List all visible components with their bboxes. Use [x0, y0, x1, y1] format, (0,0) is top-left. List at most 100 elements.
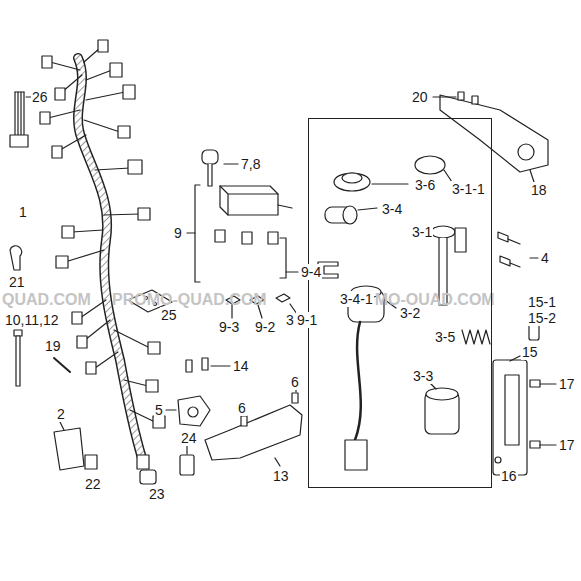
- ignition-parts: [462, 330, 490, 344]
- wire-lead: [10, 135, 28, 147]
- callout-number: 3-4: [381, 201, 403, 217]
- relay-box: [220, 186, 278, 215]
- callout-number: 23: [148, 486, 166, 502]
- wire-harness: [86, 70, 112, 80]
- housing: [530, 380, 540, 387]
- group-frame: 3-63-43-1-13-13-4-13-23-53-3: [308, 118, 492, 488]
- callout-number: 6: [290, 374, 300, 390]
- callout-number: 3-1-1: [451, 181, 486, 197]
- ignition-parts: [334, 173, 370, 191]
- housing: [540, 383, 556, 384]
- bracket: [54, 422, 156, 484]
- callout-number: 10,11,12: [4, 312, 59, 328]
- regulator: [275, 458, 280, 466]
- wire-harness: [104, 214, 140, 215]
- relay-box: [286, 271, 298, 272]
- wire-harness: [138, 208, 150, 220]
- wire-harness: [40, 40, 165, 469]
- wire-harness: [118, 126, 130, 138]
- watermark: QUAD.COM: [2, 291, 91, 309]
- wire-harness: [48, 110, 80, 118]
- wire-harness: [72, 230, 103, 232]
- callout-number: 18: [530, 182, 548, 198]
- wire-harness: [62, 226, 74, 238]
- pin: [54, 358, 70, 372]
- wire-lead: [10, 92, 31, 147]
- callout-number: 3-4-1: [339, 291, 374, 307]
- callout-number: 2: [56, 406, 66, 422]
- ignition-parts: [342, 173, 362, 183]
- bracket: [440, 95, 548, 172]
- wire-lead: [17, 92, 18, 135]
- relay-box: [215, 230, 225, 242]
- callout-number: 16: [500, 468, 518, 484]
- callout-number: 13: [272, 468, 290, 484]
- ignition-parts: [372, 183, 408, 184]
- callout-number: 26: [31, 89, 49, 105]
- ignition-parts: [415, 156, 445, 174]
- wire-harness: [123, 85, 135, 99]
- wire-harness: [72, 312, 82, 324]
- ignition-parts: [355, 322, 361, 440]
- callout-number: 5: [154, 402, 164, 418]
- cable-clip: [10, 246, 22, 270]
- pin: [54, 358, 70, 372]
- callout-number: 22: [84, 476, 102, 492]
- callout-number: 17: [558, 437, 576, 453]
- regulator: [166, 409, 176, 410]
- cable-tie: [16, 336, 20, 386]
- bracket: [518, 144, 534, 160]
- callout-number: 9-1: [296, 312, 318, 328]
- wire-harness: [86, 92, 125, 100]
- ignition-parts: [455, 228, 466, 252]
- wire-harness: [128, 160, 142, 174]
- regulator: [178, 396, 210, 426]
- callout-number: 9-4: [300, 264, 322, 280]
- callout-number: 9-2: [254, 319, 276, 335]
- relay-box: [220, 186, 278, 215]
- bolt: [510, 263, 520, 267]
- regulator: [205, 405, 302, 460]
- bolt: [530, 257, 538, 258]
- regulator: [292, 393, 298, 403]
- wire-harness: [48, 48, 155, 422]
- regulator: [202, 358, 208, 370]
- wire-lead: [14, 92, 15, 135]
- wire-harness: [50, 62, 80, 70]
- bracket: [140, 470, 156, 484]
- ignition-parts: [343, 206, 357, 224]
- callout-number: 24: [180, 430, 198, 446]
- wire-harness: [148, 342, 160, 354]
- key: [202, 150, 218, 186]
- callout-number: 3: [285, 312, 295, 328]
- housing: [540, 444, 556, 445]
- ignition-parts: [318, 156, 490, 470]
- callout-number: 9-3: [218, 319, 240, 335]
- callout-number: 3-2: [399, 305, 421, 321]
- regulator: [241, 416, 247, 426]
- relay-box: [276, 294, 290, 302]
- wire-harness: [137, 455, 149, 469]
- relay-box: [268, 232, 278, 244]
- callout-number: 3-1: [411, 224, 433, 240]
- wire-harness: [98, 40, 108, 52]
- callout-number: 15: [521, 344, 539, 360]
- wire-harness: [60, 135, 86, 150]
- wire-harness: [130, 410, 155, 422]
- wire-lead: [15, 91, 24, 92]
- ignition-parts: [358, 208, 377, 210]
- regulator: [180, 455, 194, 475]
- wire-harness: [77, 336, 87, 348]
- callout-number: 3-6: [414, 177, 436, 193]
- callout-number: 19: [44, 338, 62, 354]
- bracket: [60, 422, 64, 430]
- watermark: PROMO-QUAD.COM: [112, 291, 267, 309]
- bracket: [458, 92, 464, 100]
- regulator: [186, 360, 192, 372]
- callout-number: 4: [540, 250, 550, 266]
- housing: [493, 360, 527, 475]
- wire-harness: [85, 320, 110, 340]
- bracket: [433, 96, 456, 97]
- wire-harness: [78, 58, 142, 458]
